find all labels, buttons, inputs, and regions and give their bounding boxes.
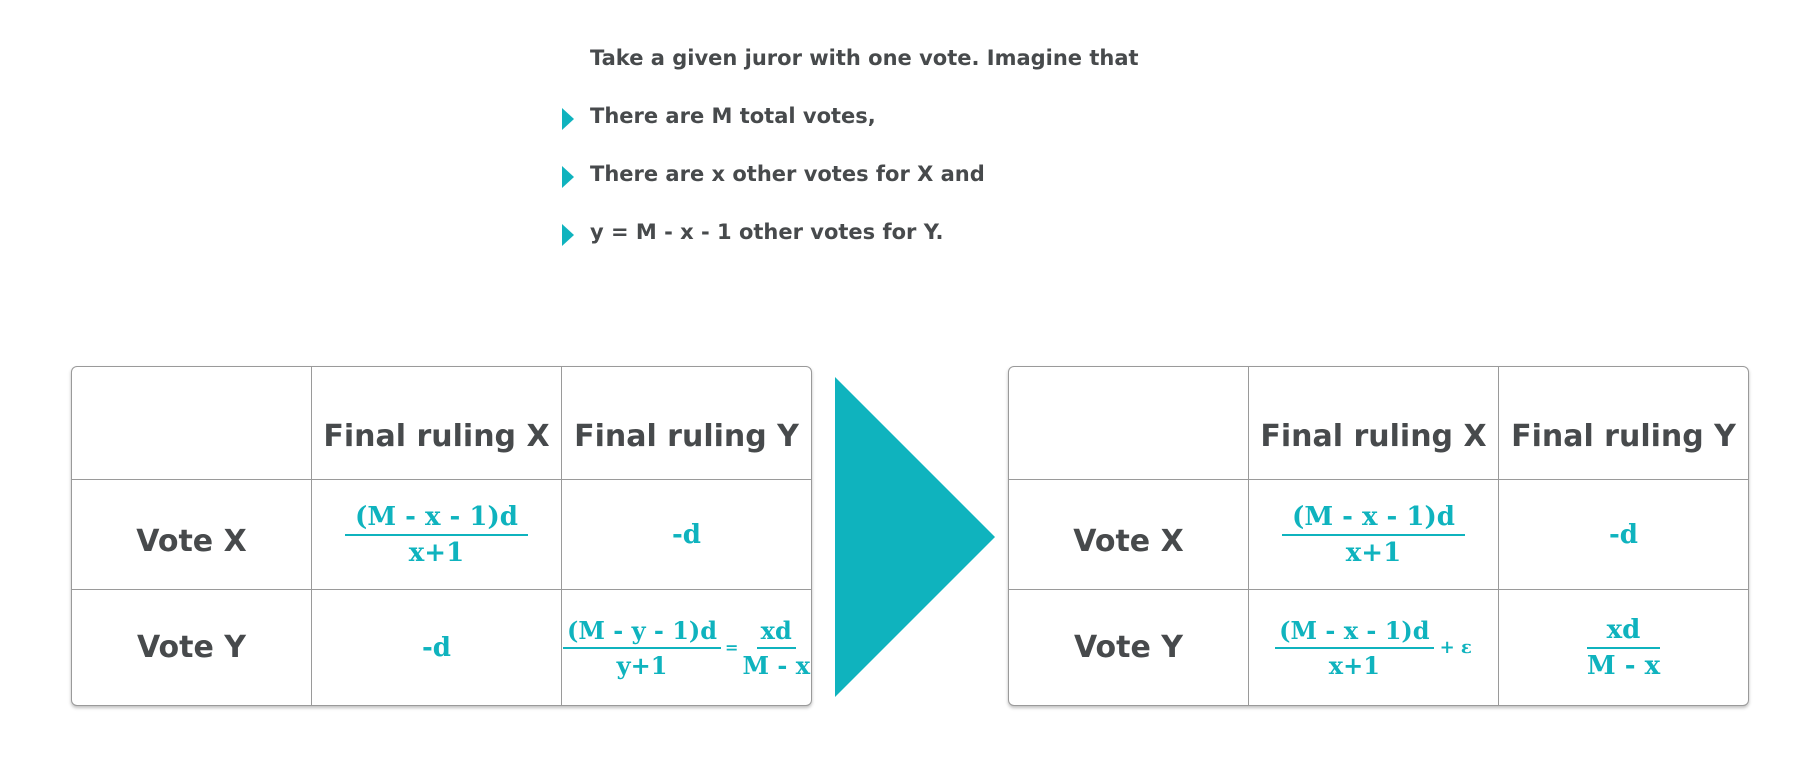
bullet-item: There are x other votes for X and — [562, 160, 1390, 218]
intro-heading: Take a given juror with one vote. Imagin… — [590, 44, 1390, 102]
numerator: (M - x - 1)d — [345, 502, 528, 536]
table-divider — [1009, 479, 1748, 480]
bullet-triangle-icon — [562, 108, 574, 130]
payoff-cell-vote-x-ruling-y: -d — [1609, 519, 1638, 550]
payoff-cell-vote-x-ruling-y: -d — [672, 519, 701, 550]
table-divider — [1009, 589, 1748, 590]
numerator: (M - x - 1)d — [1275, 616, 1434, 649]
denominator: M - x — [742, 650, 810, 680]
numerator: xd — [756, 616, 796, 649]
payoff-table-after: Final ruling X Final ruling Y Vote X (M … — [1008, 366, 1749, 706]
fraction: (M - x - 1)d x+1 — [1275, 616, 1434, 680]
denominator: x+1 — [408, 537, 465, 568]
bullet-text: There are x other votes for X and — [590, 162, 985, 186]
row-header-vote-y: Vote Y — [136, 630, 247, 665]
col-header-final-ruling-y: Final ruling Y — [1511, 418, 1736, 454]
table-divider — [1248, 367, 1249, 705]
numerator: (M - x - 1)d — [1282, 502, 1465, 536]
payoff-table-before: Final ruling X Final ruling Y Vote X (M … — [71, 366, 812, 706]
numerator: (M - y - 1)d — [563, 616, 722, 649]
row-header-vote-y: Vote Y — [1073, 630, 1184, 665]
bullet-text: y = M - x - 1 other votes for Y. — [590, 220, 944, 244]
denominator: y+1 — [616, 650, 668, 680]
intro-heading-text: Take a given juror with one vote. Imagin… — [590, 46, 1139, 70]
denominator: x+1 — [1328, 650, 1380, 680]
col-header-final-ruling-y: Final ruling Y — [574, 418, 799, 454]
bullet-text: There are M total votes, — [590, 104, 876, 128]
table-divider — [72, 589, 811, 590]
fraction: (M - x - 1)d x+1 — [1282, 502, 1465, 568]
col-header-final-ruling-x: Final ruling X — [323, 418, 550, 454]
table-divider — [311, 367, 312, 705]
fraction: (M - x - 1)d x+1 — [345, 502, 528, 568]
triangle-right-icon — [835, 377, 995, 697]
corner-cell — [72, 367, 311, 479]
bullet-item: There are M total votes, — [562, 102, 1390, 160]
bullet-triangle-icon — [562, 224, 574, 246]
row-header-vote-x: Vote X — [136, 524, 247, 559]
col-header-final-ruling-x: Final ruling X — [1260, 418, 1487, 454]
table-divider — [1498, 367, 1499, 705]
intro-text: Take a given juror with one vote. Imagin… — [562, 44, 1390, 276]
payoff-cell-vote-y-ruling-y: xd M - x — [1499, 590, 1748, 705]
payoff-cell-vote-y-ruling-x: (M - x - 1)d x+1 + ε — [1249, 590, 1498, 705]
fraction: (M - y - 1)d y+1 — [563, 616, 722, 680]
numerator: xd — [1586, 615, 1661, 649]
row-header-vote-x: Vote X — [1073, 524, 1184, 559]
denominator: x+1 — [1345, 537, 1402, 568]
table-divider — [72, 479, 811, 480]
payoff-cell-vote-y-ruling-x: -d — [422, 632, 451, 663]
denominator: M - x — [1586, 650, 1661, 681]
fraction: xd M - x — [1586, 615, 1661, 681]
table-divider — [561, 367, 562, 705]
fraction: xd M - x — [742, 616, 810, 680]
bullet-item: y = M - x - 1 other votes for Y. — [562, 218, 1390, 276]
corner-cell — [1009, 367, 1248, 479]
payoff-cell-vote-x-ruling-x: (M - x - 1)d x+1 — [312, 480, 561, 589]
epsilon-term: + ε — [1439, 637, 1472, 658]
equals-sign: = — [725, 638, 739, 657]
payoff-cell-vote-y-ruling-y: (M - y - 1)d y+1 = xd M - x — [562, 590, 811, 705]
payoff-cell-vote-x-ruling-x: (M - x - 1)d x+1 — [1249, 480, 1498, 589]
bullet-triangle-icon — [562, 166, 574, 188]
